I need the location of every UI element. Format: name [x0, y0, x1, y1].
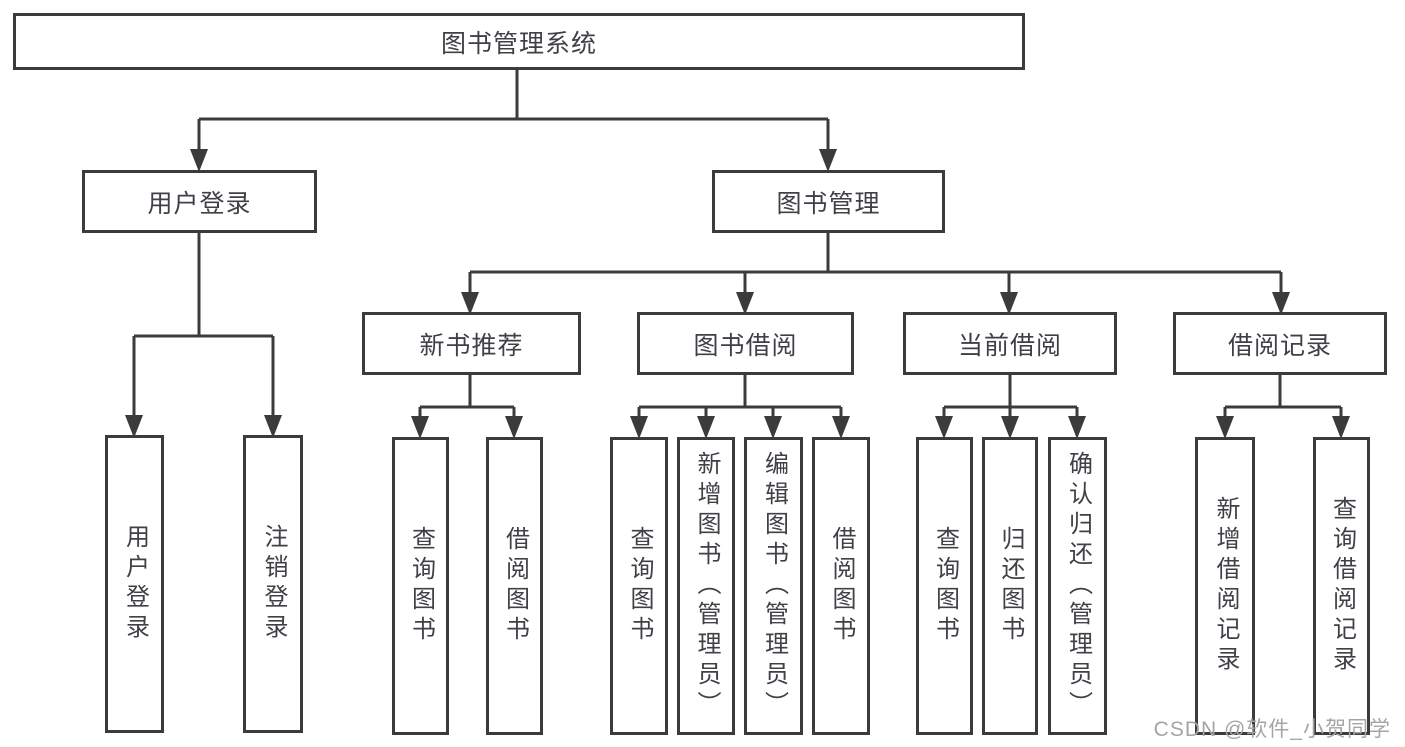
leaf-query-books-recommend: 查询图书 — [392, 437, 449, 735]
leaf-label: 新增借阅记录 — [1212, 496, 1239, 676]
node-new-book-recommend: 新书推荐 — [362, 312, 581, 375]
leaf-user-login: 用户登录 — [105, 435, 164, 733]
leaf-label: 借阅图书 — [501, 526, 529, 646]
leaf-add-borrow-record: 新增借阅记录 — [1195, 437, 1255, 735]
leaf-add-book-admin: 新增图书（管理员） — [677, 437, 735, 735]
leaf-label: 归还图书 — [997, 526, 1024, 646]
node-current-borrow: 当前借阅 — [903, 312, 1117, 375]
connector-paths — [132, 70, 1343, 418]
leaf-label: 查询借阅记录 — [1328, 496, 1356, 676]
leaf-label: 用户登录 — [121, 524, 149, 644]
node-label: 借阅记录 — [1227, 331, 1332, 360]
leaf-label: 查询图书 — [931, 526, 959, 646]
node-label: 用户登录 — [147, 189, 252, 218]
node-book-borrow: 图书借阅 — [637, 312, 854, 375]
node-label: 当前借阅 — [957, 331, 1062, 360]
leaf-logout-login: 注销登录 — [243, 435, 303, 733]
node-library-management-system: 图书管理系统 — [13, 13, 1025, 70]
node-borrow-records: 借阅记录 — [1173, 312, 1387, 375]
node-label: 图书借阅 — [693, 331, 798, 360]
leaf-borrow-books: 借阅图书 — [812, 437, 870, 735]
leaf-query-books-current: 查询图书 — [916, 437, 973, 735]
arrow-down-icons — [125, 149, 1350, 439]
node-user-login: 用户登录 — [82, 170, 317, 233]
leaf-label: 注销登录 — [260, 524, 287, 644]
leaf-borrow-books-recommend: 借阅图书 — [486, 437, 543, 735]
leaf-label: 确认归还（管理员） — [1064, 451, 1092, 721]
node-label: 图书管理系统 — [440, 29, 597, 58]
leaf-label: 查询图书 — [407, 526, 435, 646]
leaf-confirm-return-admin: 确认归还（管理员） — [1048, 437, 1107, 735]
leaf-edit-book-admin: 编辑图书（管理员） — [744, 437, 803, 735]
leaf-return-book: 归还图书 — [982, 437, 1038, 735]
leaf-label: 查询图书 — [626, 526, 653, 646]
csdn-watermark: CSDN @软件_小贺同学 — [1153, 718, 1391, 741]
node-label: 新书推荐 — [419, 331, 524, 360]
leaf-query-books-borrow: 查询图书 — [610, 437, 668, 735]
leaf-query-borrow-record: 查询借阅记录 — [1313, 437, 1370, 735]
leaf-label: 借阅图书 — [828, 526, 855, 646]
leaf-label: 编辑图书（管理员） — [760, 451, 788, 721]
node-label: 图书管理 — [776, 189, 881, 218]
node-book-management: 图书管理 — [712, 170, 945, 233]
leaf-label: 新增图书（管理员） — [693, 451, 720, 721]
